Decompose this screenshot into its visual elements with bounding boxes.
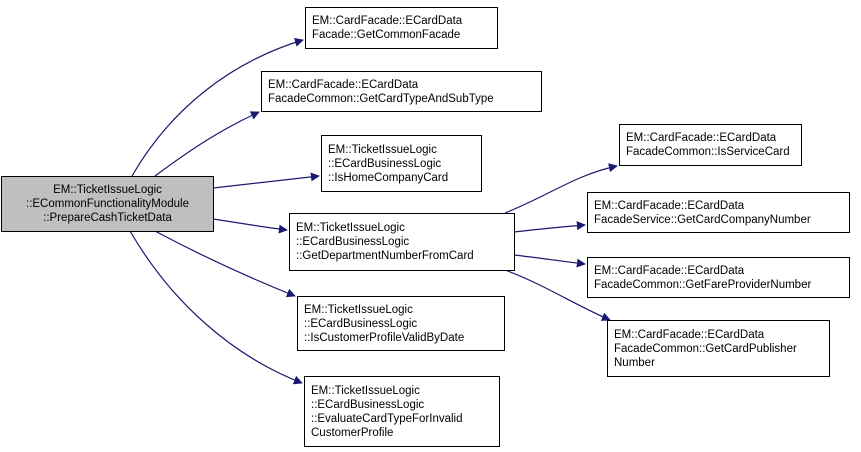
node-line: CustomerProfile <box>311 426 394 439</box>
edge-root-n5 <box>154 230 296 298</box>
node-line: FacadeCommon::GetCardTypeAndSubType <box>268 92 494 105</box>
node-line: FacadeCommon::GetCardPublisher <box>614 342 797 355</box>
node-line: EM::TicketIssueLogic <box>53 184 162 196</box>
node-line: EM::CardFacade::ECardData <box>594 264 745 277</box>
edge-n4-m3 <box>513 254 586 268</box>
node-line: ::GetDepartmentNumberFromCard <box>296 250 474 262</box>
node-line: ::EvaluateCardTypeForInvalid <box>311 412 463 425</box>
node-line: Facade::GetCommonFacade <box>312 29 461 41</box>
edge-root-n2 <box>154 111 260 177</box>
node-line: EM::CardFacade::ECardData <box>626 132 777 144</box>
node-is-customer-profile-valid-by-date[interactable]: EM::TicketIssueLogic ::ECardBusinessLogi… <box>297 296 505 351</box>
node-line: EM::CardFacade::ECardData <box>614 328 765 341</box>
node-line: ::ECardBusinessLogic <box>296 236 410 248</box>
edge-root-n1 <box>131 38 304 177</box>
node-get-department-number-from-card[interactable]: EM::TicketIssueLogic ::ECardBusinessLogi… <box>289 213 515 271</box>
node-line: ::ECommonFunctionalityModule <box>26 198 189 210</box>
node-is-home-company-card[interactable]: EM::TicketIssueLogic ::ECardBusinessLogi… <box>321 135 482 192</box>
node-line: FacadeCommon::IsServiceCard <box>626 146 790 158</box>
node-line: EM::CardFacade::ECardData <box>594 199 745 212</box>
node-line: EM::CardFacade::ECardData <box>268 78 419 91</box>
edge-root-n4 <box>212 218 288 234</box>
node-get-card-type-and-sub-type[interactable]: EM::CardFacade::ECardData FacadeCommon::… <box>261 71 542 112</box>
node-root-prepare-cash-ticket-data[interactable]: EM::TicketIssueLogic ::ECommonFunctional… <box>1 176 214 232</box>
node-line: ::ECardBusinessLogic <box>328 157 442 170</box>
node-line: ::ECardBusinessLogic <box>304 317 418 330</box>
node-line: FacadeCommon::GetFareProviderNumber <box>594 278 812 291</box>
node-line: EM::TicketIssueLogic <box>304 303 413 316</box>
node-get-card-company-number[interactable]: EM::CardFacade::ECardData FacadeService:… <box>587 192 850 233</box>
edge-n4-m4 <box>504 269 611 321</box>
node-get-fare-provider-number[interactable]: EM::CardFacade::ECardData FacadeCommon::… <box>587 257 850 298</box>
node-evaluate-card-type-for-invalid-customer-profile[interactable]: EM::TicketIssueLogic ::ECardBusinessLogi… <box>304 376 500 447</box>
edge-n4-m1 <box>504 163 618 214</box>
node-line: ::PrepareCashTicketData <box>43 212 172 224</box>
edge-n4-m2 <box>513 221 586 233</box>
edge-root-n3 <box>212 172 320 189</box>
node-line: EM::TicketIssueLogic <box>328 143 437 156</box>
node-line: EM::CardFacade::ECardData <box>312 15 463 27</box>
node-line: Number <box>614 356 655 369</box>
node-line: EM::TicketIssueLogic <box>296 222 405 234</box>
node-line: ::IsHomeCompanyCard <box>328 171 449 184</box>
node-line: ::ECardBusinessLogic <box>311 398 425 411</box>
node-get-card-publisher-number[interactable]: EM::CardFacade::ECardData FacadeCommon::… <box>607 320 830 377</box>
node-get-common-facade[interactable]: EM::CardFacade::ECardData Facade::GetCom… <box>305 7 498 49</box>
node-line: EM::TicketIssueLogic <box>311 384 420 397</box>
edge-root-n6 <box>129 230 303 385</box>
node-line: ::IsCustomerProfileValidByDate <box>304 331 465 344</box>
node-line: FacadeService::GetCardCompanyNumber <box>594 213 811 226</box>
node-is-service-card[interactable]: EM::CardFacade::ECardData FacadeCommon::… <box>619 124 802 166</box>
